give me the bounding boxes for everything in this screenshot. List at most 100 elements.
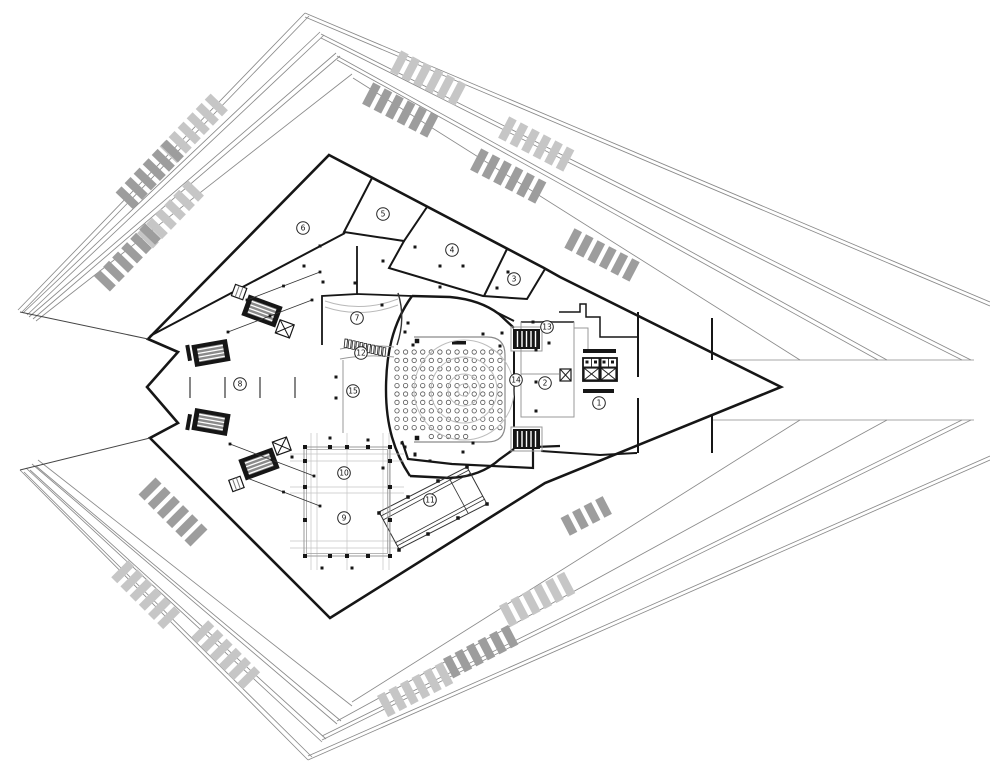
room-label-3: 3 [507, 272, 521, 286]
escalator-step [199, 355, 225, 362]
seat [411, 366, 417, 372]
stage-arc [430, 356, 498, 424]
solid-bar [583, 349, 616, 353]
stair-tread [481, 154, 501, 180]
seat [420, 416, 426, 422]
room-label-number: 2 [543, 379, 548, 388]
stair-tread [413, 62, 432, 88]
room-label-circle [346, 384, 360, 398]
stair-tread [532, 134, 552, 160]
room-label-circle [509, 373, 523, 387]
stair-tread [111, 560, 135, 584]
seat [445, 399, 452, 405]
seat [411, 349, 417, 355]
seat [497, 408, 503, 414]
column-dot [397, 548, 401, 552]
column-dot [226, 330, 230, 334]
column-dot [350, 566, 354, 570]
stair-tread [396, 100, 416, 126]
room-label-4: 4 [445, 243, 459, 257]
seat [402, 357, 409, 363]
column-dot [471, 441, 475, 445]
room-label-number: 15 [348, 387, 358, 396]
seating-boundary [414, 336, 506, 443]
seat [497, 391, 503, 397]
stair-tread [157, 606, 181, 630]
column-dot [377, 511, 381, 515]
seat [437, 424, 443, 431]
seat [488, 382, 494, 389]
room-label-number: 3 [512, 275, 517, 284]
stair-tread [401, 56, 421, 82]
column-dot [270, 458, 274, 462]
stair-tread [411, 673, 431, 700]
room-label-number: 4 [450, 246, 455, 255]
seat [497, 416, 503, 422]
stair-tread [434, 661, 454, 688]
stair-tread [373, 88, 393, 114]
seat [463, 408, 469, 414]
stair-tread [436, 74, 455, 100]
stair-tread [516, 172, 535, 198]
wall-south-of-core [540, 450, 638, 457]
site-stair-strip [362, 82, 439, 138]
column-dot [411, 343, 415, 347]
seat [420, 374, 426, 380]
seat [488, 357, 494, 363]
thin-line [559, 368, 572, 382]
column-dot [498, 344, 502, 348]
seat [480, 382, 486, 389]
column-dot [438, 285, 442, 289]
stair-tread [362, 82, 381, 108]
turnstile [370, 344, 375, 355]
column-dot [318, 504, 322, 508]
seat [463, 374, 469, 380]
escalator-step [197, 420, 224, 427]
stair-comb [513, 429, 540, 449]
column-dot [381, 466, 385, 470]
stair-tread [376, 691, 396, 718]
column-dot [413, 245, 417, 249]
room-label-number: 8 [238, 380, 243, 389]
seat [471, 408, 477, 414]
seat [420, 424, 426, 431]
escalator-step [197, 348, 224, 355]
escalator-group [227, 436, 292, 493]
landing-line [232, 478, 238, 491]
seat [445, 416, 452, 422]
seat [428, 433, 434, 440]
wall-rooms-5-6 [342, 177, 428, 243]
seat [488, 424, 494, 431]
seat [402, 408, 409, 414]
stair-tread [124, 176, 148, 200]
seat [454, 366, 460, 372]
seat [480, 366, 486, 372]
room-label-number: 13 [542, 323, 552, 332]
stair-tread [419, 112, 439, 138]
column-dot [388, 554, 392, 558]
stair-tread [522, 589, 541, 616]
seat [463, 399, 469, 405]
stair-tread [184, 523, 208, 547]
site-edge-line [304, 16, 990, 307]
seat [437, 391, 443, 397]
stair-tread [195, 102, 219, 126]
turnstile [343, 338, 349, 349]
site-stair-strip [470, 148, 547, 204]
room-label-6: 6 [296, 221, 310, 235]
seat [411, 374, 417, 380]
seat [437, 374, 443, 380]
column-dot [534, 380, 538, 384]
thin-line [600, 367, 617, 381]
column-dot [345, 445, 349, 449]
escalator-step [197, 344, 223, 351]
seat [488, 416, 494, 422]
stair-tread [595, 496, 612, 518]
site-notch-upper [19, 311, 149, 340]
escalator-step [244, 453, 270, 464]
room-label-10: 10 [337, 466, 351, 480]
column-dot [611, 360, 614, 364]
stair-tread [138, 477, 162, 501]
site-edge-line [22, 31, 321, 314]
stair-tread [94, 270, 116, 292]
